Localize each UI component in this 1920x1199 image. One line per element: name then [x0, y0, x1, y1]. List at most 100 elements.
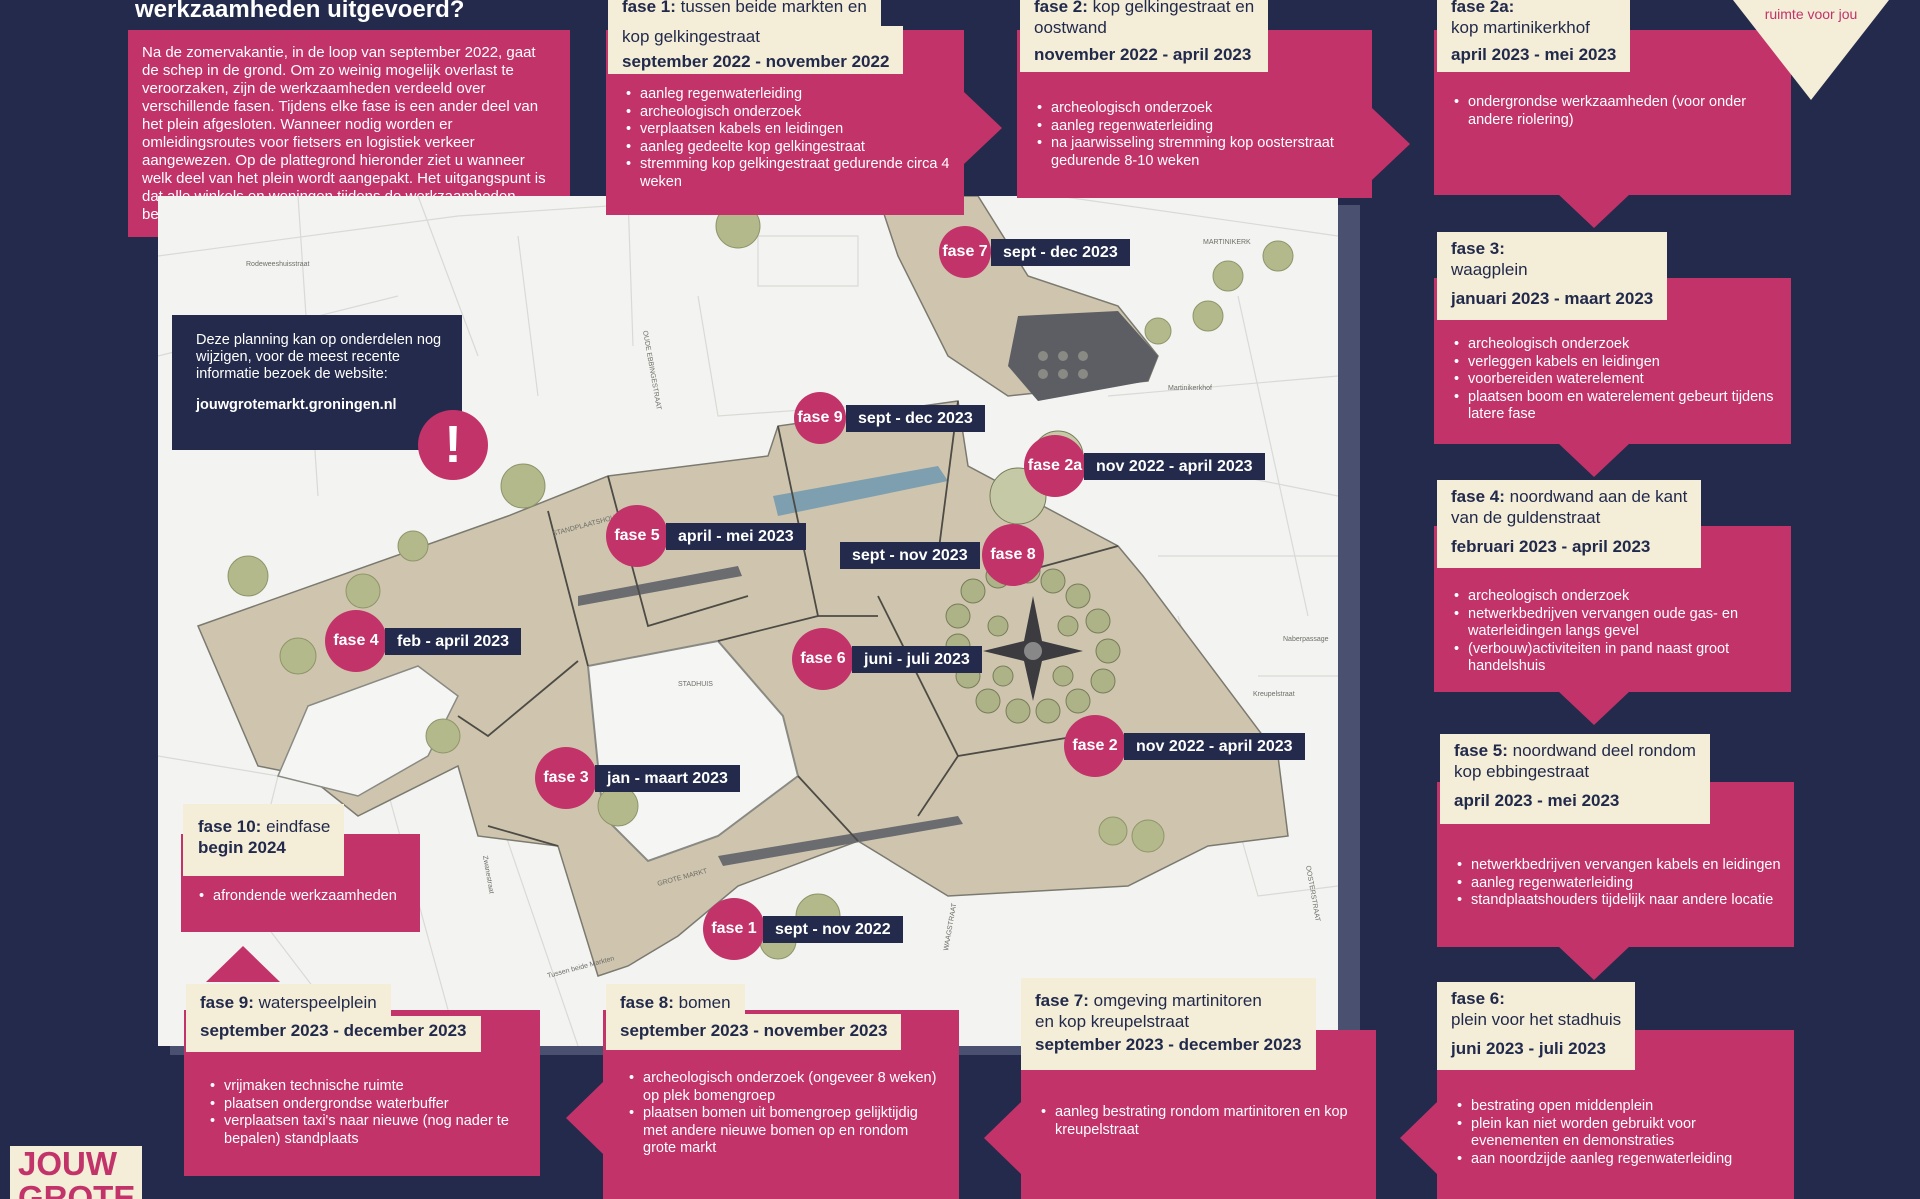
marker-fase-3[interactable]: fase 3 jan - maart 2023	[535, 747, 743, 809]
list-item: archeologisch onderzoek (ongeveer 8 weke…	[629, 1070, 945, 1105]
card-fase-8-list: archeologisch onderzoek (ongeveer 8 weke…	[629, 1070, 945, 1158]
list-item: plaatsen bomen uit bomengroep gelijktijd…	[629, 1105, 945, 1158]
card-fase-6-tag: fase 6: plein voor het stadhuis juni 202…	[1437, 982, 1636, 1070]
card-fase-8-tag-top: fase 8: bomen	[606, 984, 745, 1016]
list-item: aanleg regenwaterleiding	[1457, 875, 1784, 893]
marker-fase-2a[interactable]: fase 2a nov 2022 - april 2023	[1024, 435, 1265, 497]
marker-fase-1-date: sept - nov 2022	[763, 916, 903, 943]
list-item: afrondende werkzaamheden	[199, 888, 408, 906]
card-fase-6-arrow	[1400, 1102, 1437, 1174]
marker-fase-7[interactable]: fase 7 sept - dec 2023	[939, 226, 1147, 278]
marker-fase-7-date: sept - dec 2023	[991, 239, 1130, 266]
market-strip	[578, 566, 742, 606]
marker-fase-6-circle: fase 6	[792, 628, 854, 690]
marker-fase-8-date: sept - nov 2023	[840, 542, 980, 569]
label-oude-ebbingestraat: OUDE EBBINGESTRAAT	[641, 330, 662, 411]
phase-label: fase 4:	[1451, 487, 1505, 506]
phase-date: september 2022 - november 2022	[622, 52, 890, 71]
phase-date: september 2023 - december 2023	[1035, 1035, 1302, 1054]
list-item: verplaatsen kabels en leidingen	[626, 121, 950, 139]
phase-date: september 2023 - december 2023	[200, 1021, 467, 1040]
marker-fase-9-date: sept - dec 2023	[846, 405, 985, 432]
list-item: netwerkbedrijven vervangen oude gas- en …	[1454, 606, 1777, 641]
list-item: (verbouw)activiteiten in pand naast groo…	[1454, 641, 1777, 676]
phase-label: fase 6:	[1451, 989, 1505, 1008]
card-fase-7-tag: fase 7: omgeving martinitoren en kop kre…	[1021, 978, 1316, 1070]
marker-fase-6[interactable]: fase 6 juni - juli 2023	[792, 628, 1002, 690]
card-fase-1-tag-top: fase 1: tussen beide markten en	[608, 0, 881, 26]
phase-label: fase 2a:	[1451, 0, 1515, 16]
list-item: vrijmaken technische ruimte	[210, 1078, 526, 1096]
list-item: archeologisch onderzoek	[626, 104, 950, 122]
card-fase-4-tag: fase 4: noordwand aan de kant van de gul…	[1437, 480, 1702, 568]
south-strip	[718, 816, 963, 866]
marker-fase-9[interactable]: fase 9 sept - dec 2023	[794, 392, 994, 444]
card-fase-1-tag: kop gelkingestraat september 2022 - nove…	[608, 26, 904, 74]
list-item: bestrating open middenplein	[1457, 1098, 1784, 1116]
phase-title: tussen beide markten en	[680, 0, 867, 16]
card-fase-4-arrow	[1558, 691, 1630, 725]
marker-fase-7-circle: fase 7	[939, 226, 991, 278]
marker-fase-2[interactable]: fase 2 nov 2022 - april 2023	[1064, 715, 1308, 777]
benches	[1038, 351, 1088, 379]
marker-fase-5-circle: fase 5	[606, 505, 668, 567]
phase-date: april 2023 - mei 2023	[1454, 791, 1620, 810]
marker-fase-1[interactable]: fase 1 sept - nov 2022	[703, 898, 911, 960]
phase-date: februari 2023 - april 2023	[1451, 537, 1651, 556]
card-fase-6-list: bestrating open middenplein plein kan ni…	[1457, 1098, 1784, 1168]
phase-title: plein voor het stadhuis	[1451, 1010, 1622, 1029]
phase-title: noordwand aan de kant	[1509, 487, 1688, 506]
phase-label: fase 5:	[1454, 741, 1508, 760]
phase-title: eindfase	[266, 817, 331, 836]
phase-date: begin 2024	[198, 838, 286, 857]
card-fase-2a-arrow	[1558, 194, 1630, 228]
phase-title: omgeving martinitoren	[1093, 991, 1262, 1010]
card-fase-9-tag-top: fase 9: waterspeelplein	[186, 984, 391, 1018]
marker-fase-2-circle: fase 2	[1064, 715, 1126, 777]
marker-fase-8[interactable]: sept - nov 2023 fase 8	[840, 524, 1048, 586]
phase-title-2: en kop kreupelstraat	[1035, 1012, 1190, 1031]
card-fase-10-tag: fase 10: eindfase begin 2024	[183, 804, 345, 876]
marker-fase-4[interactable]: fase 4 feb - april 2023	[325, 610, 533, 672]
logo-line-2: GROTE	[18, 1179, 136, 1199]
label-martinikerkhof: Martinikerkhof	[1168, 385, 1212, 392]
card-fase-4-list: archeologisch onderzoek netwerkbedrijven…	[1454, 588, 1777, 676]
marker-fase-2a-circle: fase 2a	[1024, 435, 1086, 497]
exclamation-icon: !	[418, 410, 488, 480]
card-fase-7-arrow	[984, 1102, 1021, 1174]
list-item: aanleg bestrating rondom martinitoren en…	[1041, 1104, 1362, 1139]
marker-fase-1-circle: fase 1	[703, 898, 765, 960]
card-fase-5-arrow	[1558, 946, 1630, 980]
jouw-grote-markt-logo: JOUW GROTE	[10, 1146, 142, 1199]
phase-date: april 2023 - mei 2023	[1451, 45, 1617, 64]
compass-center	[1024, 642, 1042, 660]
card-fase-9-list: vrijmaken technische ruimte plaatsen ond…	[210, 1078, 526, 1148]
water-element	[773, 466, 948, 516]
card-fase-2a-tag: fase 2a: kop martinikerkhof april 2023 -…	[1437, 0, 1631, 72]
marker-fase-2a-date: nov 2022 - april 2023	[1084, 453, 1265, 480]
list-item: archeologisch onderzoek	[1454, 588, 1777, 606]
marker-fase-3-circle: fase 3	[535, 747, 597, 809]
card-fase-2-arrow	[1372, 108, 1410, 180]
card-fase-8-arrow	[566, 1082, 603, 1154]
card-fase-9-arrow	[206, 946, 280, 982]
list-item: stremming kop gelkingestraat gedurende c…	[626, 156, 950, 191]
notice-text: Deze planning kan op onderdelen nog wijz…	[196, 332, 442, 382]
website-link[interactable]: jouwgrotemarkt.groningen.nl	[196, 397, 397, 413]
phase-title-2: kop ebbingestraat	[1454, 762, 1590, 781]
marker-fase-5[interactable]: fase 5 april - mei 2023	[606, 505, 811, 567]
phase-label: fase 7:	[1035, 991, 1089, 1010]
label-rodeweeshuisstraat: Rodeweeshuisstraat	[246, 261, 309, 268]
card-fase-3-list: archeologisch onderzoek verleggen kabels…	[1454, 336, 1777, 424]
list-item: verplaatsen taxi's naar nieuwe (nog nade…	[210, 1113, 526, 1148]
phase-title-2: kop gelkingestraat	[622, 27, 760, 46]
card-fase-1-arrow	[964, 92, 1002, 164]
list-item: na jaarwisseling stremming kop oosterstr…	[1037, 135, 1358, 170]
card-fase-2a-list: ondergrondse werkzaamheden (voor onder a…	[1454, 94, 1777, 129]
planning-notice: Deze planning kan op onderdelen nog wijz…	[172, 315, 462, 450]
list-item: plaatsen ondergrondse waterbuffer	[210, 1096, 526, 1114]
phase-date: september 2023 - november 2023	[620, 1021, 888, 1040]
label-naberpassage: Naberpassage	[1283, 636, 1329, 643]
phase-title: kop martinikerkhof	[1451, 18, 1590, 37]
intro-heading: werkzaamheden uitgevoerd?	[135, 0, 465, 23]
